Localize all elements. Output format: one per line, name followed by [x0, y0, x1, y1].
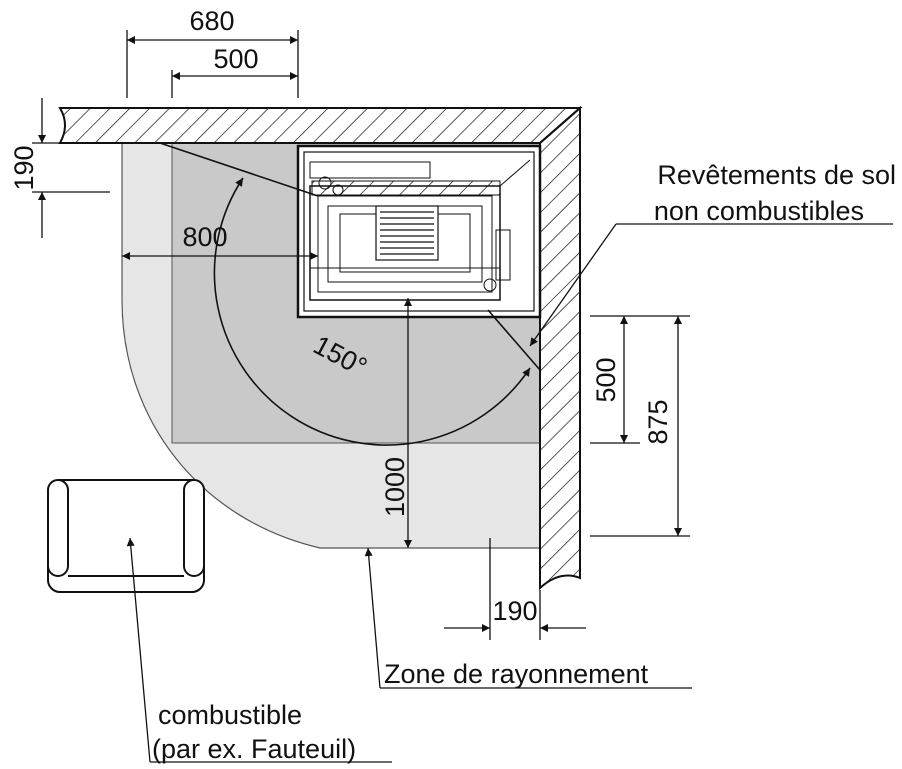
dim-top-outer-label: 680 — [189, 6, 234, 36]
dim-front-left-label: 800 — [182, 222, 227, 252]
dim-top-inner-label: 500 — [213, 44, 258, 74]
combustible-label-line2: (par ex. Fauteuil) — [152, 734, 356, 764]
dim-side-inner — [590, 315, 690, 444]
armchair — [47, 479, 205, 593]
dim-bottom-right-label: 190 — [492, 596, 537, 626]
armchair-arm-left — [47, 479, 69, 577]
grate — [375, 205, 439, 261]
top-wall — [58, 107, 583, 144]
radiation-zone-label: Zone de rayonnement — [384, 659, 649, 689]
combustible-label-line1: combustible — [158, 700, 302, 730]
stove — [296, 144, 542, 319]
floor-label-line1: Revêtements de sol — [657, 160, 896, 190]
dim-front-depth-label: 1000 — [380, 457, 410, 517]
dim-side-inner-label: 500 — [591, 357, 621, 402]
dim-top-outer — [126, 30, 299, 98]
dim-left-wall-label: 190 — [9, 145, 39, 190]
radiation-leader — [364, 547, 692, 689]
firebox-top — [311, 180, 501, 196]
dim-side-outer-label: 875 — [643, 399, 673, 444]
combustible-leader — [126, 537, 392, 763]
dim-bottom-right — [444, 538, 586, 640]
floor-label-line2: non combustibles — [654, 196, 864, 226]
dim-left-wall — [32, 98, 110, 238]
floor-leader — [529, 223, 893, 347]
dim-top-inner — [171, 70, 298, 98]
right-wall — [539, 105, 581, 591]
angle-ray-right — [487, 309, 541, 371]
armchair-arm-right — [183, 479, 205, 577]
angle-ray-left — [159, 142, 319, 197]
dim-side-outer — [590, 316, 690, 537]
